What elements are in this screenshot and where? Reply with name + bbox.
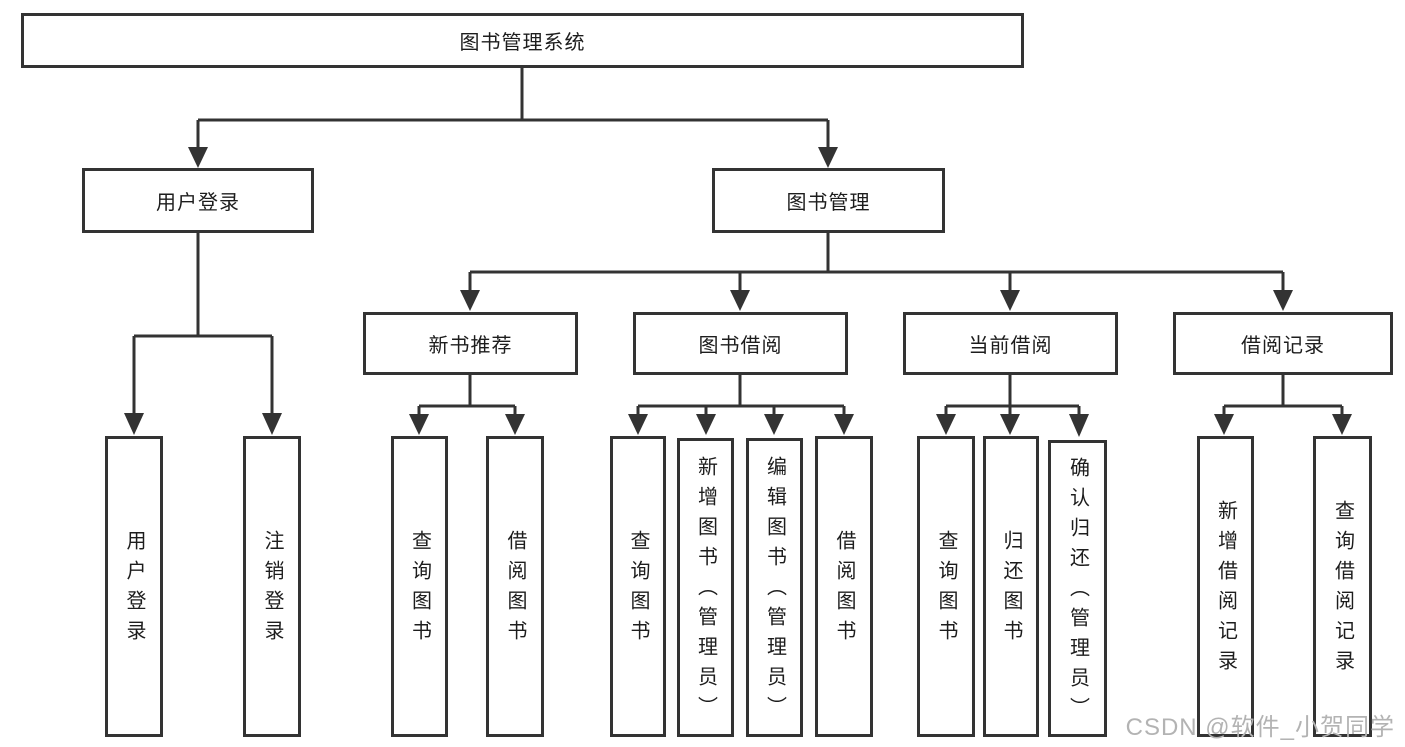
edges-book-mgmt bbox=[468, 233, 1285, 294]
arrowheads bbox=[124, 147, 1352, 437]
edges-current-borrow bbox=[944, 375, 1081, 418]
leaf-return-book: 归还图书 bbox=[983, 436, 1039, 737]
edges-book-borrow bbox=[636, 375, 846, 418]
edges-new-book-rec bbox=[417, 375, 517, 418]
leaf-edit-book-admin: 编辑图书（管理员） bbox=[746, 438, 803, 737]
node-user-login: 用户登录 bbox=[82, 168, 314, 233]
leaf-add-book-admin: 新增图书（管理员） bbox=[677, 438, 734, 737]
node-current-borrow: 当前借阅 bbox=[903, 312, 1118, 375]
leaf-query-current-borrow: 查询图书 bbox=[917, 436, 975, 737]
leaf-query-book-recommend: 查询图书 bbox=[391, 436, 448, 737]
leaf-borrow-book-recommend: 借阅图书 bbox=[486, 436, 544, 737]
node-root: 图书管理系统 bbox=[21, 13, 1024, 68]
leaf-user-login: 用户登录 bbox=[105, 436, 163, 737]
leaf-query-borrow-record: 查询借阅记录 bbox=[1313, 436, 1372, 737]
edges-borrow-record bbox=[1222, 375, 1344, 418]
node-book-management: 图书管理 bbox=[712, 168, 945, 233]
leaf-logout: 注销登录 bbox=[243, 436, 301, 737]
node-new-book-recommend: 新书推荐 bbox=[363, 312, 578, 375]
leaf-query-book: 查询图书 bbox=[610, 436, 666, 737]
leaf-add-borrow-record: 新增借阅记录 bbox=[1197, 436, 1254, 737]
leaf-borrow-book: 借阅图书 bbox=[815, 436, 873, 737]
edges-user-login bbox=[132, 233, 274, 416]
leaf-confirm-return-admin: 确认归还（管理员） bbox=[1048, 440, 1107, 737]
node-book-borrow: 图书借阅 bbox=[633, 312, 848, 375]
edges-root bbox=[196, 68, 830, 151]
node-borrow-record: 借阅记录 bbox=[1173, 312, 1393, 375]
